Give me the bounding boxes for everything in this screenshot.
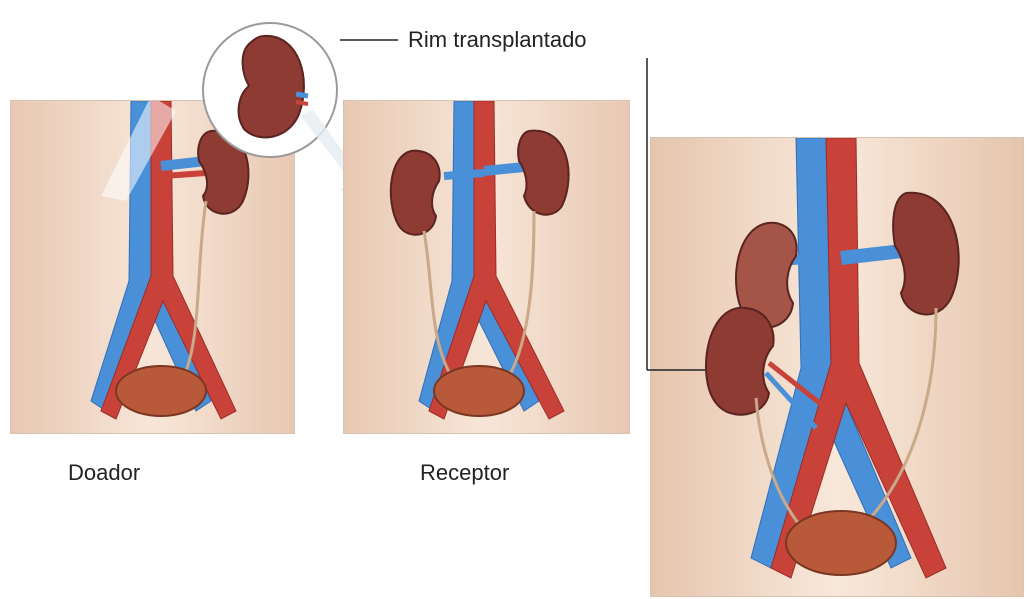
result-bladder <box>786 511 896 575</box>
recipient-bladder <box>434 366 524 416</box>
donor-bladder <box>116 366 206 416</box>
recipient-label: Receptor <box>420 460 509 486</box>
transplanted-kidney-label: Rim transplantado <box>408 27 587 53</box>
recipient-anatomy-illustration <box>344 101 629 433</box>
recipient-panel <box>343 100 630 434</box>
transplanted-kidney <box>706 308 774 415</box>
transplant-result-panel <box>650 137 1024 597</box>
transplant-result-illustration <box>651 138 1023 596</box>
donor-label: Doador <box>68 460 140 486</box>
recipient-left-kidney <box>391 151 440 235</box>
